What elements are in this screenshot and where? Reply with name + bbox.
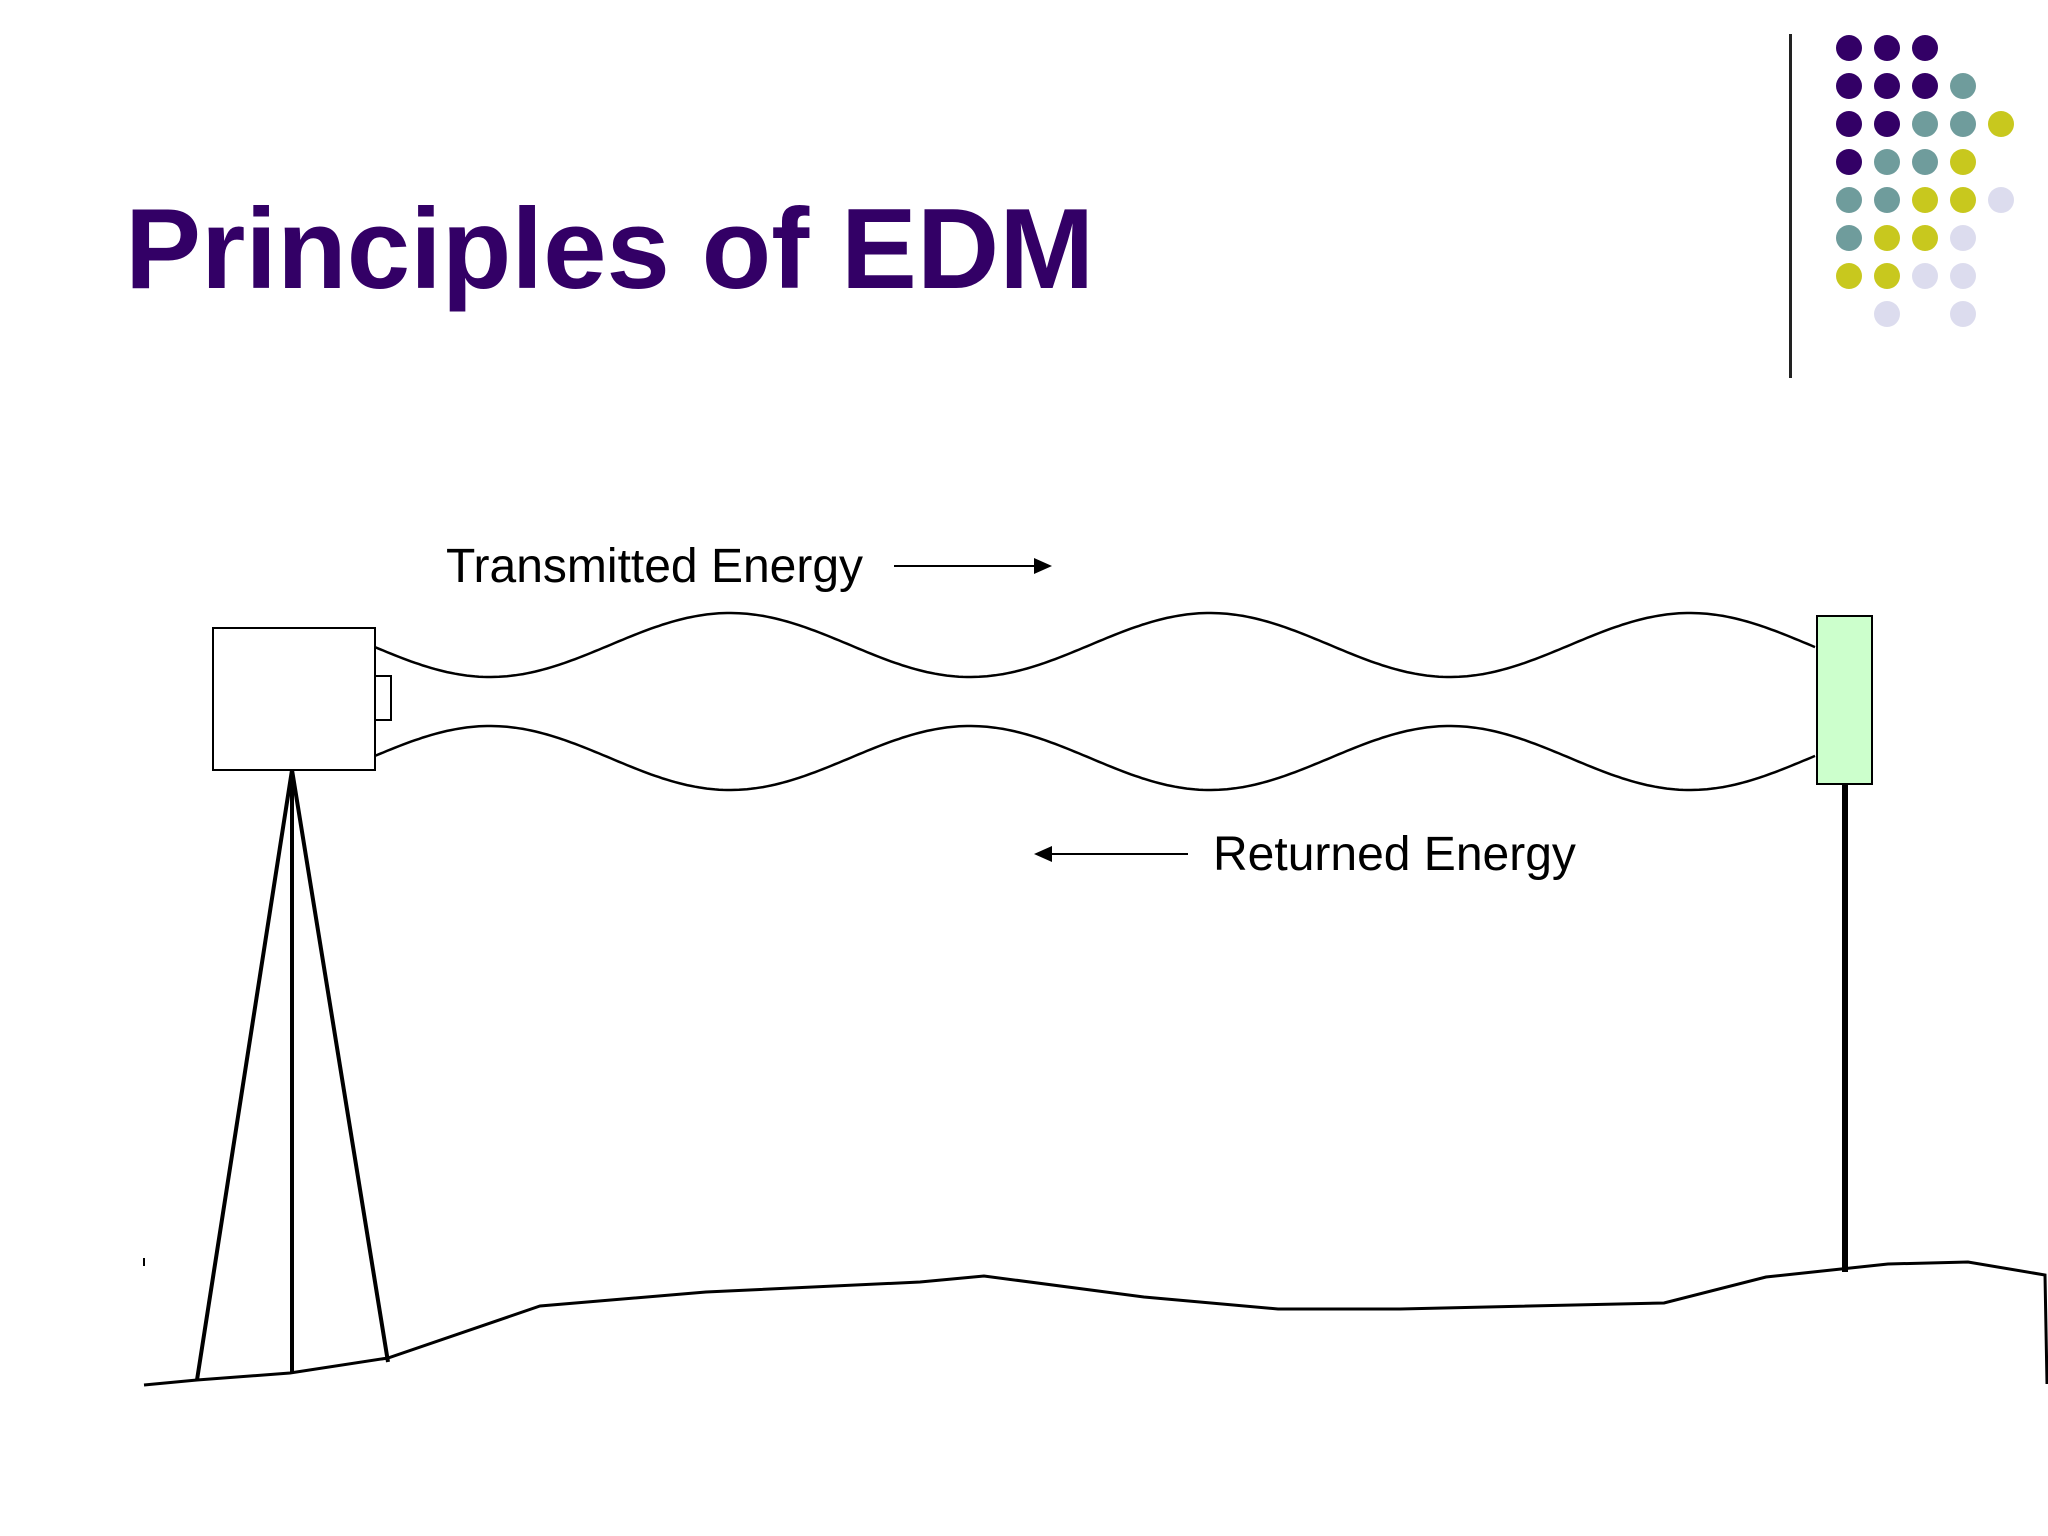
decorative-dot — [1988, 111, 2014, 137]
decorative-dot — [1836, 73, 1862, 99]
decorative-dot — [1874, 301, 1900, 327]
decorative-dot — [1836, 263, 1862, 289]
decorative-dot — [1988, 187, 2014, 213]
tripod — [195, 769, 390, 1381]
decorative-dot — [1912, 111, 1938, 137]
title-divider-line — [1789, 34, 1792, 378]
tripod-left-leg — [195, 769, 294, 1381]
decorative-dot — [1836, 149, 1862, 175]
decorative-dot — [1912, 263, 1938, 289]
decorative-dot — [1950, 149, 1976, 175]
decorative-dot — [1874, 225, 1900, 251]
decorative-dot — [1874, 35, 1900, 61]
decorative-dot — [1836, 35, 1862, 61]
decorative-dot — [1912, 149, 1938, 175]
transmitted-wave — [374, 611, 1816, 679]
decorative-dot — [1874, 111, 1900, 137]
returned-energy-label: Returned Energy — [1213, 828, 1576, 881]
decorative-dot — [1836, 187, 1862, 213]
decorative-dot — [1874, 149, 1900, 175]
ground-line — [143, 1260, 2048, 1387]
reflector-prism — [1816, 615, 1873, 785]
transmitted-arrowhead-icon — [1034, 558, 1052, 574]
decorative-dot — [1836, 225, 1862, 251]
returned-arrowhead-icon — [1034, 846, 1052, 862]
decorative-dot — [1912, 73, 1938, 99]
decorative-dot — [1950, 73, 1976, 99]
decorative-dot — [1836, 111, 1862, 137]
decorative-dot — [1874, 187, 1900, 213]
decorative-dot — [1912, 225, 1938, 251]
decorative-dot — [1950, 225, 1976, 251]
decorative-dot — [1950, 263, 1976, 289]
decorative-dot — [1874, 73, 1900, 99]
decorative-dot — [1874, 263, 1900, 289]
decorative-dot — [1950, 187, 1976, 213]
decorative-dot — [1912, 35, 1938, 61]
returned-wave — [374, 724, 1816, 792]
transmitted-energy-label: Transmitted Energy — [446, 540, 863, 593]
decorative-dot — [1950, 301, 1976, 327]
edm-lens — [374, 675, 392, 721]
slide-title: Principles of EDM — [125, 186, 1095, 313]
edm-instrument — [212, 627, 376, 771]
tripod-right-leg — [290, 769, 390, 1363]
decorative-dot — [1950, 111, 1976, 137]
decorative-dot — [1912, 187, 1938, 213]
